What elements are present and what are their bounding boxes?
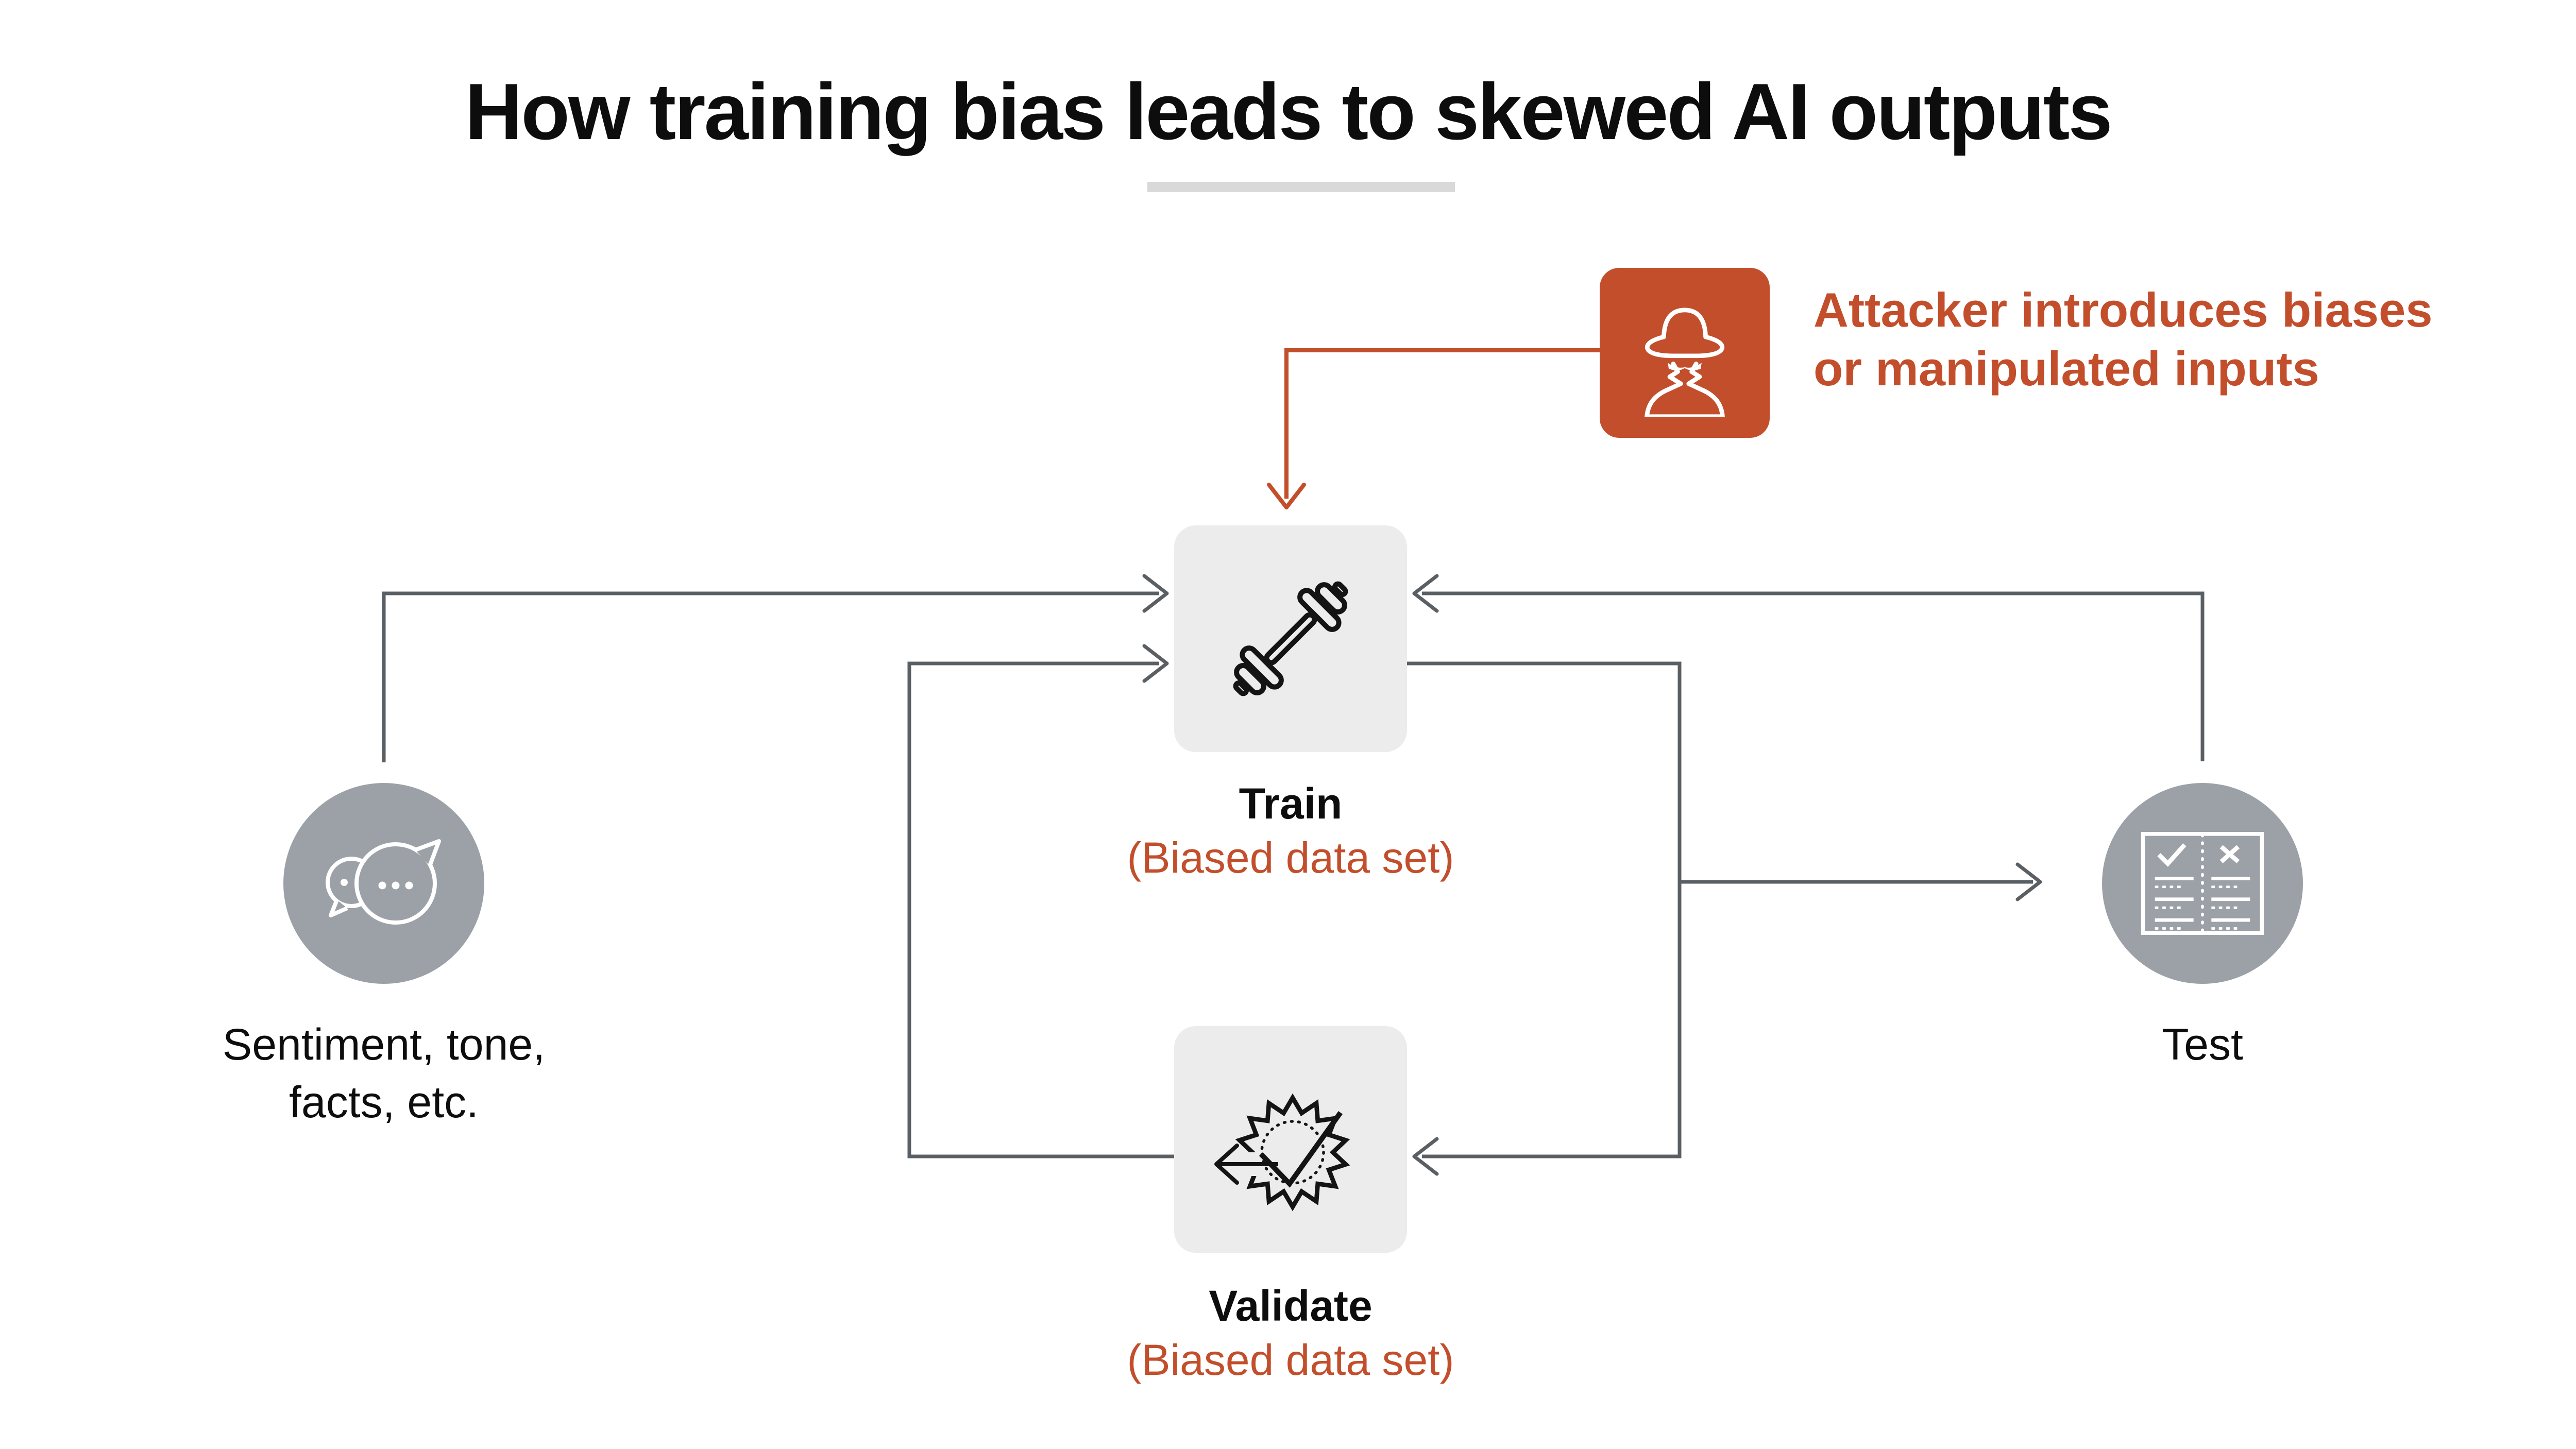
validate-label: Validate: [1209, 1282, 1372, 1330]
train-node-box: [1174, 525, 1407, 752]
arrowhead-source-to-train: [1142, 574, 1169, 613]
connector-test-to-train: [1422, 591, 2205, 761]
attacker-caption-line1: Attacker introduces biases: [1814, 283, 2433, 337]
train-node-label: Train (Biased data set): [981, 777, 1600, 885]
attacker-caption-line2: or manipulated inputs: [1814, 342, 2319, 396]
test-caption: Test: [2162, 1020, 2243, 1069]
train-label: Train: [1239, 779, 1343, 828]
arrowhead-test-to-train: [1412, 574, 1439, 613]
arrowhead-attacker-to-train: [1267, 483, 1306, 509]
train-sublabel: (Biased data set): [1127, 833, 1454, 882]
source-caption-line1: Sentiment, tone,: [222, 1020, 546, 1069]
source-node-circle: [283, 783, 484, 984]
connector-attacker-to-train: [1284, 348, 1600, 499]
chat-bubbles-icon: [326, 839, 441, 925]
page-title: How training bias leads to skewed AI out…: [465, 67, 2112, 156]
connector-source-to-train: [382, 591, 1159, 762]
source-caption-line2: facts, etc.: [289, 1078, 479, 1127]
test-node-circle: [2102, 783, 2303, 984]
checklist-book-icon: [2141, 832, 2264, 935]
validate-sublabel: (Biased data set): [1127, 1336, 1454, 1384]
source-caption: Sentiment, tone, facts, etc.: [75, 1016, 693, 1131]
arrowhead-validate-to-train: [1142, 644, 1169, 683]
arrowhead-train-to-test: [2015, 862, 2042, 901]
validate-node-label: Validate (Biased data set): [981, 1279, 1600, 1387]
connector-train-to-validate: [1407, 661, 1682, 1158]
arrowhead-train-to-validate: [1412, 1137, 1439, 1176]
gear-check-icon: [1204, 1093, 1350, 1212]
title-underline-divider: [1147, 182, 1455, 192]
attacker-callout-box: [1600, 268, 1770, 438]
spy-icon: [1645, 308, 1725, 417]
attacker-caption: Attacker introduces biases or manipulate…: [1814, 281, 2535, 398]
connector-validate-to-train: [907, 661, 1174, 1158]
dumbbell-icon: [1233, 581, 1348, 696]
validate-node-box: [1174, 1026, 1407, 1253]
